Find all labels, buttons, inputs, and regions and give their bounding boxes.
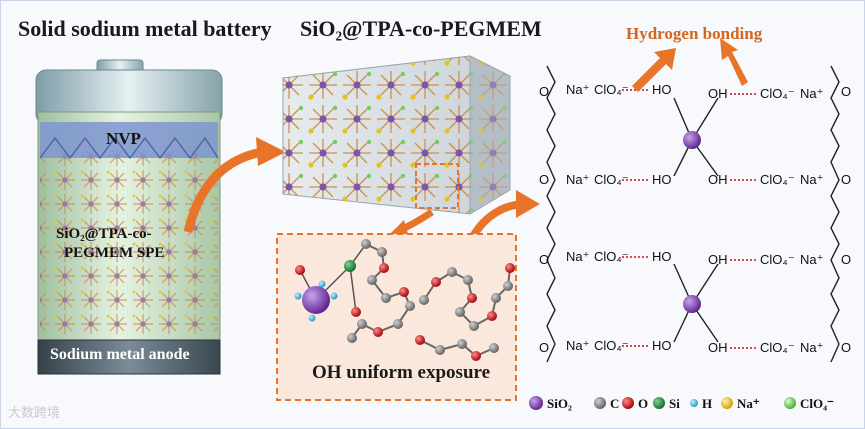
perchlorate-ion: ClO₄⁻ <box>594 82 629 97</box>
na-ion: Na⁺ <box>566 172 590 187</box>
watermark-text: 大数跨境 <box>8 406 61 421</box>
na-ion: Na⁺ <box>800 86 824 101</box>
hydroxyl-label: HO <box>652 338 672 353</box>
na-ion: Na⁺ <box>566 338 590 353</box>
na-ion: Na⁺ <box>800 340 824 355</box>
legend-spheres <box>529 396 796 410</box>
zoom-selection-box <box>415 163 459 209</box>
oxygen-legend-icon <box>622 397 634 409</box>
sio2-particle <box>302 286 330 314</box>
carbon-legend-icon <box>594 397 606 409</box>
chain-oxygen: O <box>841 172 852 187</box>
nvp-layer <box>40 122 218 158</box>
legend-label-c: C <box>610 396 620 411</box>
nanoparticle-cube <box>281 55 512 215</box>
perchlorate-ion: ClO₄⁻ <box>594 172 629 187</box>
hbond-arrows <box>632 38 748 92</box>
perchlorate-ion: ClO₄⁻ <box>760 252 795 267</box>
sodium-legend-icon <box>721 397 733 409</box>
oh-exposure-caption: OH uniform exposure <box>312 362 491 383</box>
hydroxyl-label: HO <box>652 172 672 187</box>
hydrogen-legend-icon <box>690 399 698 407</box>
hydroxyl-label: OH <box>708 340 728 355</box>
na-ion: Na⁺ <box>566 82 590 97</box>
legend-label-sio2: SiO₂ <box>547 396 572 411</box>
arrow-battery-to-cube <box>183 147 263 234</box>
legend-label-o: O <box>638 396 649 411</box>
anode-layer <box>37 339 221 375</box>
chain-oxygen: O <box>539 340 550 355</box>
perchlorate-ion: ClO₄⁻ <box>594 249 629 264</box>
battery-illustration <box>35 59 223 375</box>
zoom-box <box>276 233 517 401</box>
perchlorate-ion: ClO₄⁻ <box>594 338 629 353</box>
spe-label-line1: SiO₂@TPA-co- <box>56 226 152 242</box>
hydroxyl-label: OH <box>708 252 728 267</box>
na-ion: Na⁺ <box>566 249 590 264</box>
chain-oxygen: O <box>539 172 550 187</box>
battery-title: Solid sodium metal battery <box>18 16 272 41</box>
sio2-center-top <box>683 131 701 149</box>
hydrogen-bonding-title: Hydrogen bonding <box>626 24 763 43</box>
hydroxyl-label: OH <box>708 86 728 101</box>
legend-label-na: Na⁺ <box>737 396 760 411</box>
na-ion: Na⁺ <box>800 172 824 187</box>
legend-label-clo4: ClO₄⁻ <box>800 396 834 411</box>
hydroxyl-label: HO <box>652 249 672 264</box>
chain-oxygen: O <box>841 252 852 267</box>
hydroxyl-label: OH <box>708 172 728 187</box>
na-ion: Na⁺ <box>800 252 824 267</box>
legend-label-si: Si <box>669 396 680 411</box>
legend-label-h: H <box>702 396 713 411</box>
chain-oxygen: O <box>539 84 550 99</box>
sio2-center-bottom <box>683 295 701 313</box>
spe-label-line2: PEGMEM SPE <box>64 245 165 261</box>
polymer-title: SiO₂@TPA-co-PEGMEM <box>300 16 542 41</box>
silicon-legend-icon <box>653 397 665 409</box>
perchlorate-ion: ClO₄⁻ <box>760 340 795 355</box>
peg-chains <box>546 65 840 363</box>
nvp-label: NVP <box>106 129 141 148</box>
sio2-legend-icon <box>529 396 543 410</box>
perchlorate-ion: ClO₄⁻ <box>760 86 795 101</box>
perchlorate-legend-icon <box>784 397 796 409</box>
hydroxyl-label: HO <box>652 82 672 97</box>
anode-label: Sodium metal anode <box>50 346 190 363</box>
chain-oxygen: O <box>841 340 852 355</box>
chain-oxygen: O <box>539 252 550 267</box>
perchlorate-ion: ClO₄⁻ <box>760 172 795 187</box>
chain-oxygen: O <box>841 84 852 99</box>
